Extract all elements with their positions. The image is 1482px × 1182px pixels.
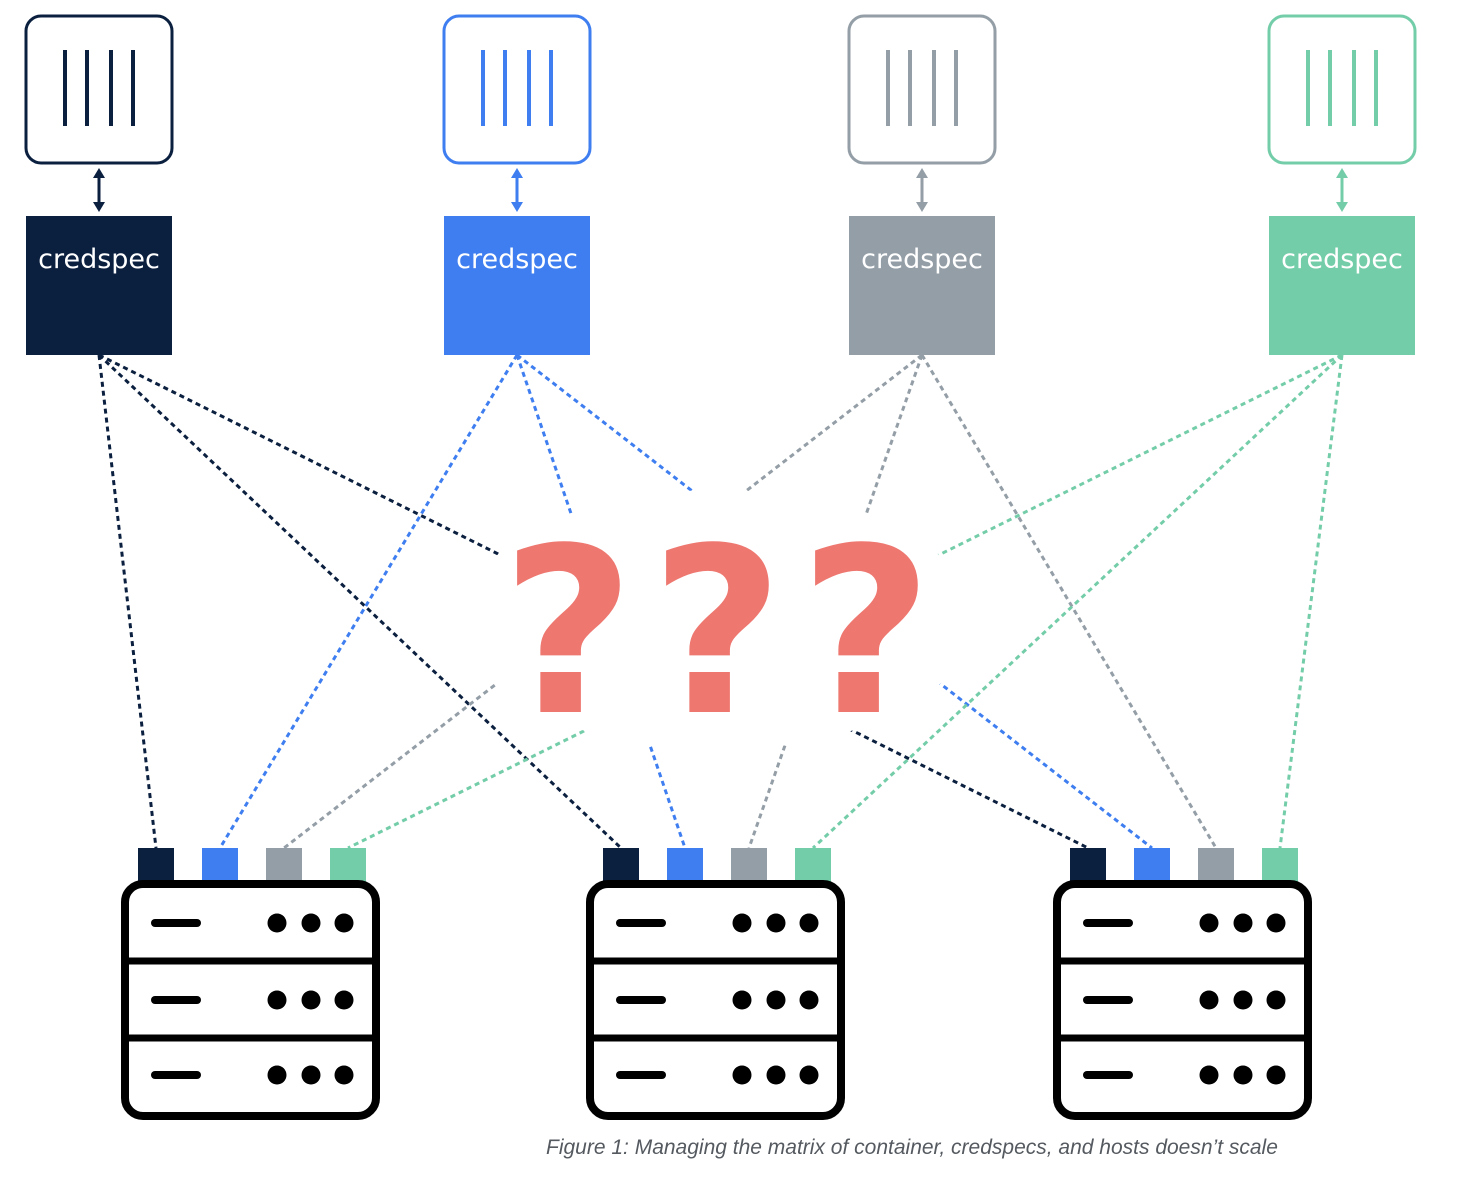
server-led <box>334 1065 354 1085</box>
server-led <box>766 990 786 1010</box>
credspec-2-to-host-2-line <box>515 354 687 849</box>
server-led <box>1266 1065 1286 1085</box>
host-server-3 <box>1053 848 1312 1120</box>
host-port-2 <box>1134 848 1170 886</box>
double-arrow-icon <box>93 168 105 212</box>
server-led <box>267 913 287 933</box>
server-led <box>267 990 287 1010</box>
credspec-label: credspec <box>1281 244 1403 275</box>
figure-caption: Figure 1: Managing the matrix of contain… <box>546 1136 1278 1159</box>
server-led <box>1266 990 1286 1010</box>
credspec-1-to-host-2-line <box>97 353 623 850</box>
containers: credspec credspec credspec credspec <box>24 14 1417 355</box>
container-icon <box>24 14 174 165</box>
credspec-label: credspec <box>38 244 160 275</box>
server-icon <box>586 880 845 1120</box>
host-port-4 <box>330 848 366 886</box>
host-server-2 <box>586 848 845 1120</box>
server-led <box>732 990 752 1010</box>
server-led <box>301 1065 321 1085</box>
server-led <box>1266 913 1286 933</box>
host-port-2 <box>202 848 238 886</box>
credspec-label: credspec <box>456 244 578 275</box>
server-led <box>732 913 752 933</box>
double-arrow-icon <box>511 168 523 212</box>
double-arrow-icon <box>1336 168 1348 212</box>
server-led <box>334 990 354 1010</box>
host-port-1 <box>1070 848 1106 886</box>
server-led <box>1199 990 1219 1010</box>
credspec-3-to-host-3-line <box>920 354 1218 849</box>
container-stack-1: credspec <box>24 14 174 355</box>
credspec-2-to-host-3-line <box>516 353 1153 850</box>
container-stack-3: credspec <box>847 14 997 355</box>
question-mark-1: ? <box>501 500 634 767</box>
server-led <box>301 913 321 933</box>
question-mark-3: ? <box>799 500 932 767</box>
credspec-4-to-host-1-line <box>347 353 1343 850</box>
server-led <box>799 913 819 933</box>
host-server-1 <box>121 848 380 1120</box>
server-led <box>1199 1065 1219 1085</box>
server-led <box>766 1065 786 1085</box>
question-cloud <box>463 490 973 750</box>
server-led <box>334 913 354 933</box>
question-mark-2: ? <box>650 500 783 767</box>
credspec-host-matrix-diagram: ? ? ? credspec credspec credspec credspec <box>24 14 1417 1120</box>
server-led <box>267 1065 287 1085</box>
credspec-1-to-host-1-line <box>97 354 158 849</box>
credspec-4-to-host-2-line <box>811 353 1344 850</box>
host-port-3 <box>266 848 302 886</box>
host-port-2 <box>667 848 703 886</box>
host-port-3 <box>1198 848 1234 886</box>
container-icon <box>1267 14 1417 165</box>
host-port-4 <box>795 848 831 886</box>
credspec-box <box>1269 216 1415 355</box>
server-led <box>301 990 321 1010</box>
container-icon <box>847 14 997 165</box>
host-port-3 <box>731 848 767 886</box>
server-led <box>766 913 786 933</box>
host-port-1 <box>138 848 174 886</box>
container-stack-2: credspec <box>442 14 592 355</box>
server-icon <box>121 880 380 1120</box>
container-stack-4: credspec <box>1267 14 1417 355</box>
server-icon <box>1053 880 1312 1120</box>
question-marks: ? ? ? <box>501 500 932 767</box>
credspec-4-to-host-3-line <box>1278 354 1344 849</box>
server-led <box>1233 1065 1253 1085</box>
credspec-box <box>444 216 590 355</box>
credspec-box <box>26 216 172 355</box>
server-led <box>1233 990 1253 1010</box>
hosts <box>121 848 1312 1120</box>
server-led <box>799 990 819 1010</box>
server-led <box>799 1065 819 1085</box>
credspec-box <box>849 216 995 355</box>
server-led <box>732 1065 752 1085</box>
host-port-1 <box>603 848 639 886</box>
double-arrow-icon <box>916 168 928 212</box>
server-led <box>1199 913 1219 933</box>
container-icon <box>442 14 592 165</box>
host-port-4 <box>1262 848 1298 886</box>
credspec-label: credspec <box>861 244 983 275</box>
server-led <box>1233 913 1253 933</box>
credspec-2-to-host-1-line <box>218 354 519 849</box>
